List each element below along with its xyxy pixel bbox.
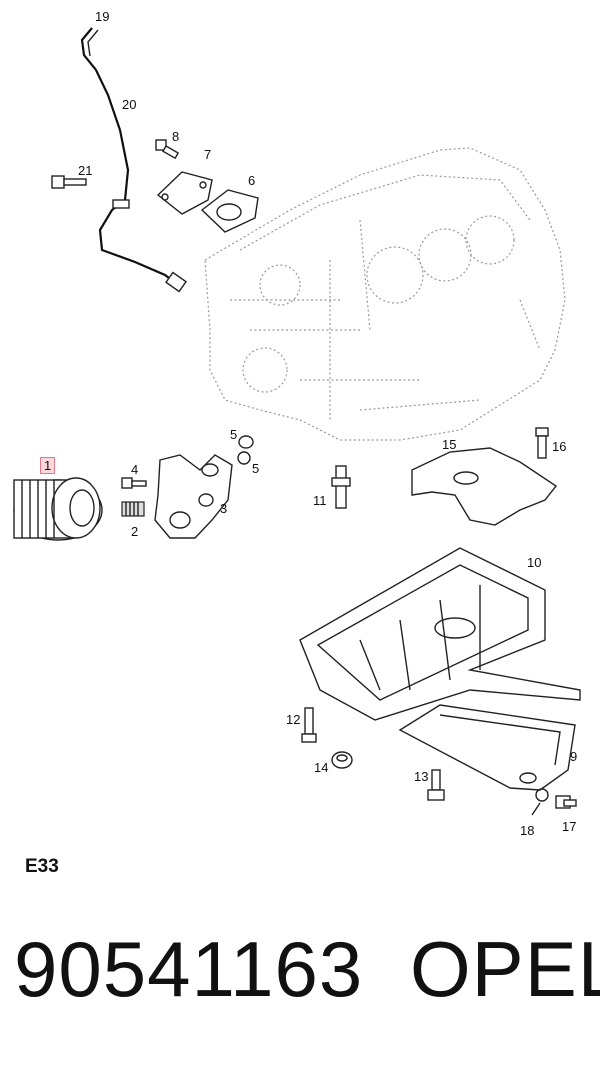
callout-16: 16 <box>552 439 567 454</box>
cover-plate-7 <box>156 171 213 215</box>
callout-12: 12 <box>286 712 301 727</box>
callout-5b: 5 <box>252 461 260 476</box>
stud-11 <box>331 465 351 509</box>
gasket-6 <box>200 189 259 233</box>
callout-11: 11 <box>313 493 327 508</box>
oil-pan-upper-10 <box>299 547 581 721</box>
threaded-adapter-2 <box>121 501 145 517</box>
dipstick-tube <box>80 27 187 293</box>
callout-13: 13 <box>414 769 429 784</box>
callout-2: 2 <box>131 524 139 539</box>
figure-code: E33 <box>25 856 59 877</box>
callout-9: 9 <box>570 749 578 764</box>
oil-pan-lower-9 <box>398 704 576 791</box>
callout-17: 17 <box>562 819 577 834</box>
callout-6: 6 <box>248 173 256 188</box>
bolt-13 <box>427 769 445 801</box>
callout-20: 20 <box>122 97 137 112</box>
engine-block-outline <box>204 147 566 441</box>
baffle-plate-15 <box>411 447 558 526</box>
part-number: 90541163 <box>14 925 364 1013</box>
bolt-17 <box>555 795 577 809</box>
callout-15: 15 <box>442 437 457 452</box>
bolt-12 <box>301 707 317 743</box>
callout-10: 10 <box>527 555 542 570</box>
callout-1-highlighted: 1 <box>40 457 56 474</box>
callout-4: 4 <box>131 462 139 477</box>
callout-5a: 5 <box>230 427 238 442</box>
bolt-4 <box>121 477 147 489</box>
filter-housing-3 <box>154 454 233 539</box>
callout-3: 3 <box>220 501 228 516</box>
callout-7: 7 <box>204 147 212 162</box>
o-rings-5 <box>237 435 254 465</box>
exploded-parts-diagram <box>13 27 581 816</box>
oil-filter <box>13 477 103 541</box>
washer-18 <box>531 788 549 816</box>
bolt-8 <box>155 139 180 160</box>
bolt-16 <box>535 427 549 459</box>
callout-14: 14 <box>314 760 329 775</box>
bolt-21 <box>51 175 87 189</box>
callout-19: 19 <box>95 9 110 24</box>
callout-21: 21 <box>78 163 93 178</box>
callout-8: 8 <box>172 129 180 144</box>
drain-plug-14 <box>331 751 353 769</box>
callout-18: 18 <box>520 823 535 838</box>
brand-name: OPEL <box>410 925 600 1013</box>
